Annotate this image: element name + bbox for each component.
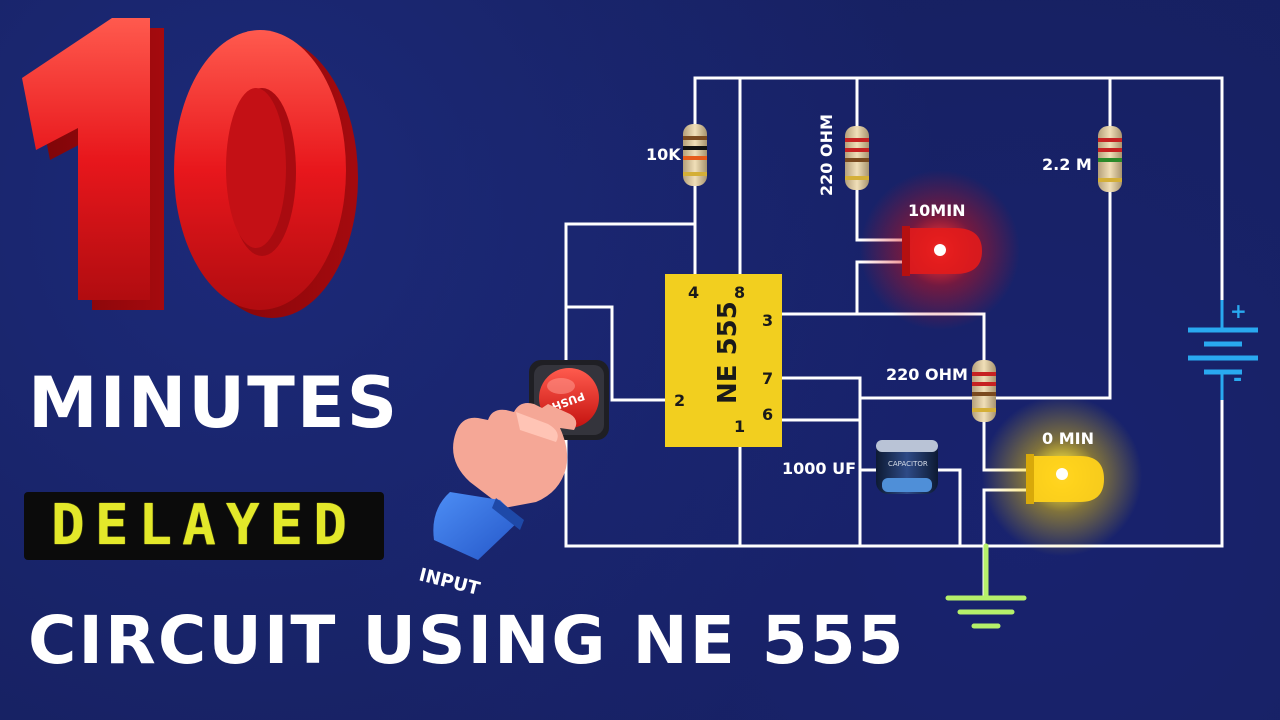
big-ten-graphic: 10 (22, 18, 358, 318)
ground-symbol (945, 543, 1027, 629)
pin-6-label: 6 (762, 405, 773, 424)
resistor-r2-220-ohm: 220 OHM (817, 114, 869, 196)
title-minutes: MINUTES (28, 362, 400, 444)
resistor-r3-2-2m: 2.2 M (1042, 126, 1122, 192)
capacitor-body-text: CAPACITOR (888, 460, 928, 468)
title-delayed: DELAYED (50, 493, 357, 558)
pin-1-label: 1 (734, 417, 745, 436)
pointing-hand-icon: INPUT (417, 403, 577, 600)
battery-symbol: + - (1188, 299, 1258, 400)
input-label: INPUT (417, 564, 483, 600)
r4-label: 220 OHM (886, 365, 968, 384)
circuit-wires (538, 76, 1224, 600)
led-red-label: 10MIN (908, 201, 966, 220)
ne555-ic: NE 555 4 8 3 7 2 6 1 (665, 274, 782, 447)
pin-7-label: 7 (762, 369, 773, 388)
digit-one-shape (22, 18, 150, 300)
pin-8-label: 8 (734, 283, 745, 302)
led-yellow-0min: 0 MIN (982, 396, 1142, 556)
led-red-10min: 10MIN (860, 170, 1020, 330)
delayed-lcd-panel: DELAYED (24, 492, 384, 560)
pin-4-label: 4 (688, 283, 699, 302)
capacitor-label: 1000 UF (782, 459, 856, 478)
led-yellow-label: 0 MIN (1042, 429, 1094, 448)
resistor-r4-220-ohm: 220 OHM (886, 360, 996, 422)
battery-plus-label: + (1230, 299, 1247, 323)
ic-label: NE 555 (713, 301, 743, 404)
title-circuit: CIRCUIT USING NE 555 (28, 602, 906, 679)
capacitor-1000uf: CAPACITOR 1000 UF (782, 440, 938, 494)
r3-label: 2.2 M (1042, 155, 1092, 174)
pin-3-label: 3 (762, 311, 773, 330)
battery-minus-label: - (1233, 367, 1242, 392)
pin-2-label: 2 (674, 391, 685, 410)
r2-label: 220 OHM (817, 114, 836, 196)
r1-label: 10K (646, 145, 681, 164)
resistor-r1-10k: 10K (646, 124, 707, 186)
